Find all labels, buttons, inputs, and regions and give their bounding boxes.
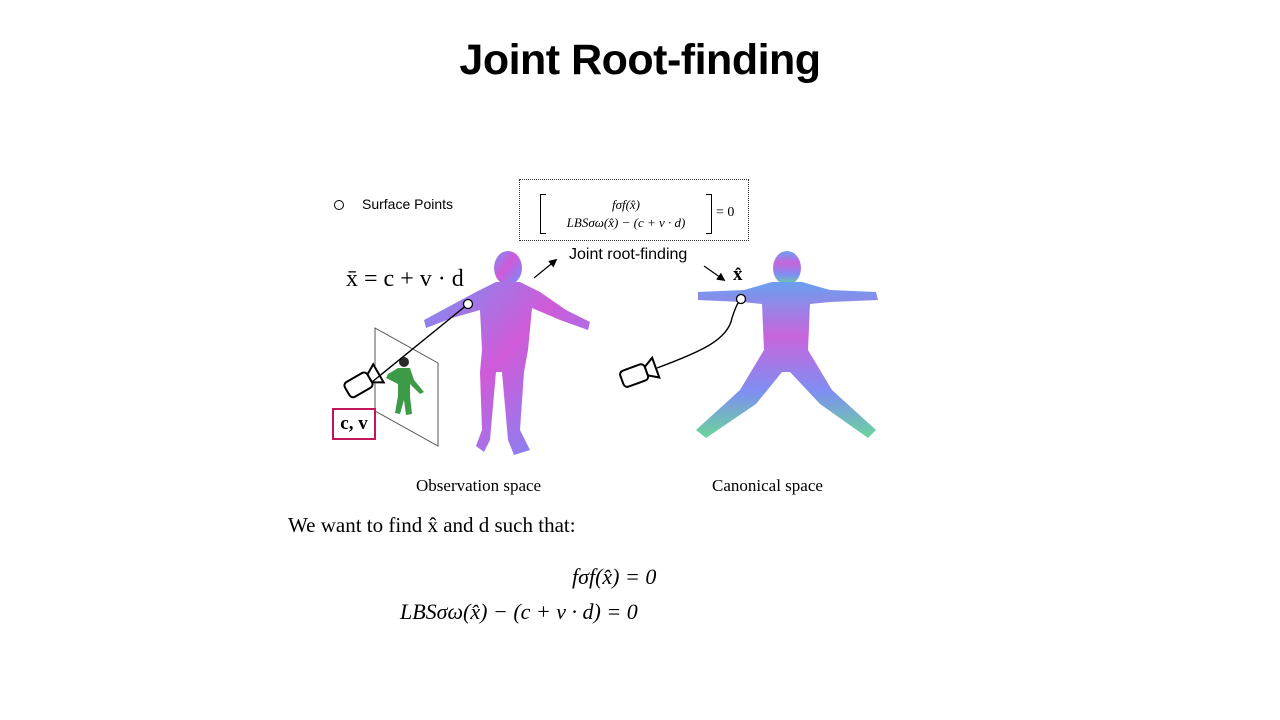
ray-equation: x̄ = c + v · d <box>346 266 464 292</box>
slide-title: Joint Root-finding <box>459 36 821 84</box>
camera-ray <box>371 303 469 383</box>
image-plane <box>374 327 439 447</box>
root-finding-arrow-left <box>533 258 558 279</box>
intro-text: We want to find x̂ and d such that: <box>288 513 576 537</box>
matrix-row-1: fσf(x̂) <box>611 197 641 212</box>
camera-icon <box>343 362 386 399</box>
root-finding-equation-box <box>519 179 749 241</box>
root-finding-arrow-right <box>703 265 726 281</box>
matrix-row-2: LBSσω(x̂) − (c + v · d) <box>566 215 686 230</box>
surface-point-legend-icon <box>334 200 344 210</box>
legend-label: Surface Points <box>362 196 454 212</box>
camera-icon <box>619 355 661 388</box>
canonical-point-label: x̂ <box>733 264 743 285</box>
observation-human-mesh <box>424 251 590 455</box>
surface-point-icon <box>735 293 747 305</box>
canonical-human-mesh <box>696 251 878 438</box>
canonical-ray <box>656 298 742 369</box>
canonical-space-caption: Canonical space <box>712 476 823 495</box>
matrix-rhs: = 0 <box>716 205 735 220</box>
joint-root-finding-label: Joint root-finding <box>569 246 688 263</box>
surface-point-icon <box>462 298 474 310</box>
equation-matrix: fσf(x̂) LBSσω(x̂) − (c + v · d) <box>540 194 712 234</box>
equation-1: fσf(x̂) = 0 <box>572 564 657 589</box>
equation-2: LBSσω(x̂) − (c + v · d) = 0 <box>400 599 638 624</box>
observation-space-caption: Observation space <box>416 476 542 495</box>
camera-params-box: c, v <box>332 408 376 440</box>
